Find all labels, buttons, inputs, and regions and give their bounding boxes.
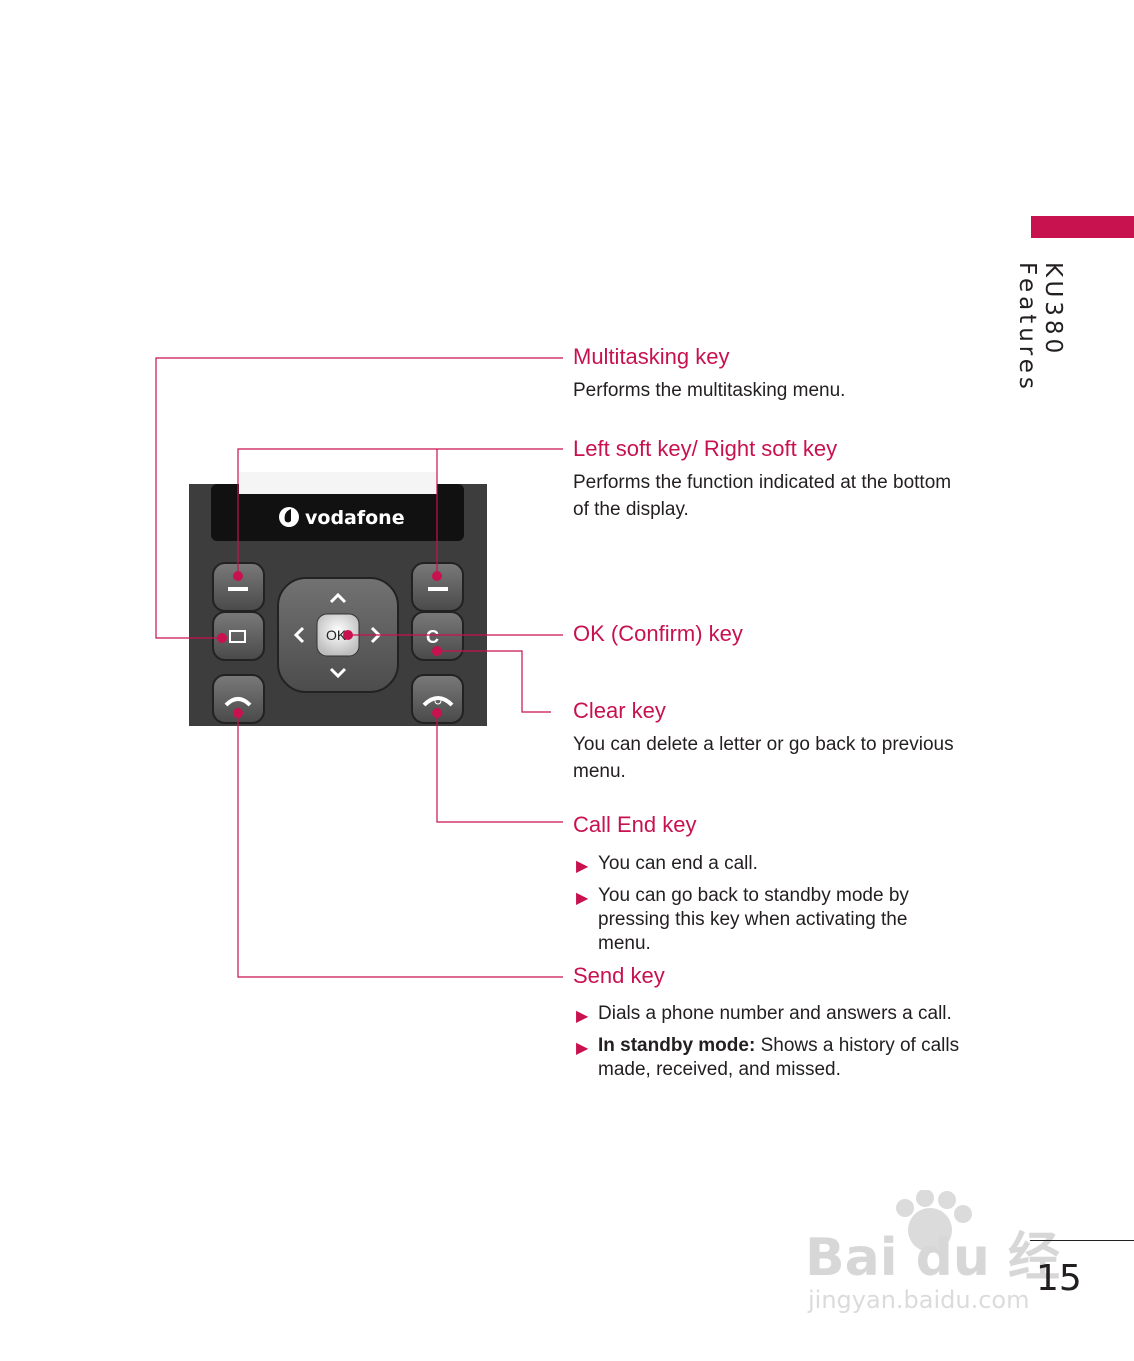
clear-key-button: C xyxy=(411,611,464,661)
paw-icon xyxy=(896,1190,972,1252)
callout-lines xyxy=(155,357,563,978)
baidu-watermark: Bai du 经验 jingyan.baidu.com xyxy=(805,1190,1060,1314)
call-end-key-title: Call End key xyxy=(573,812,697,837)
section-title: KU380 Features xyxy=(1014,262,1066,393)
send-bullet: ▶ In standby mode: Shows a history of ca… xyxy=(576,1035,960,1080)
bullet-arrow-icon: ▶ xyxy=(576,1008,589,1025)
send-bullet: ▶ Dials a phone number and answers a cal… xyxy=(576,1002,961,1026)
ok-key-title: OK (Confirm) key xyxy=(573,621,743,646)
multitasking-key-desc: Performs the multitasking menu. xyxy=(573,380,846,401)
standby-mode-text: Shows a history of calls xyxy=(760,1035,960,1056)
multitasking-key-title: Multitasking key xyxy=(573,344,730,369)
clear-key-desc: You can delete a letter or go back to pr… xyxy=(573,734,954,782)
ok-key-button: OK xyxy=(316,613,360,657)
section-tab-marker xyxy=(1031,216,1134,238)
soft-key-title: Left soft key/ Right soft key xyxy=(573,436,838,461)
clear-key-title: Clear key xyxy=(573,698,666,723)
svg-text:Bai du 经验: Bai du 经验 xyxy=(805,1228,1060,1288)
call-end-key-button xyxy=(411,674,464,724)
svg-text:OK: OK xyxy=(326,627,347,643)
vodafone-logo-icon xyxy=(279,507,299,527)
svg-text:jingyan.baidu.com: jingyan.baidu.com xyxy=(807,1286,1029,1314)
svg-text:C: C xyxy=(426,627,439,647)
standby-mode-label: In standby mode: xyxy=(598,1035,756,1056)
multitasking-key-button xyxy=(212,611,265,661)
page-number: 15 xyxy=(1036,1258,1082,1299)
bullet-arrow-icon: ▶ xyxy=(576,1040,589,1057)
bullet-arrow-icon: ▶ xyxy=(576,858,589,875)
send-key-title: Send key xyxy=(573,963,665,988)
bullet-arrow-icon: ▶ xyxy=(576,890,589,907)
page-number-rule xyxy=(1030,1240,1134,1241)
callout-dots xyxy=(217,571,442,718)
call-end-bullet: ▶ You can end a call. xyxy=(576,852,961,876)
phone-brand-text: vodafone xyxy=(305,507,405,529)
call-end-bullet: ▶ You can go back to standby mode by pre… xyxy=(576,885,909,954)
soft-key-desc: Performs the function indicated at the b… xyxy=(573,472,952,520)
